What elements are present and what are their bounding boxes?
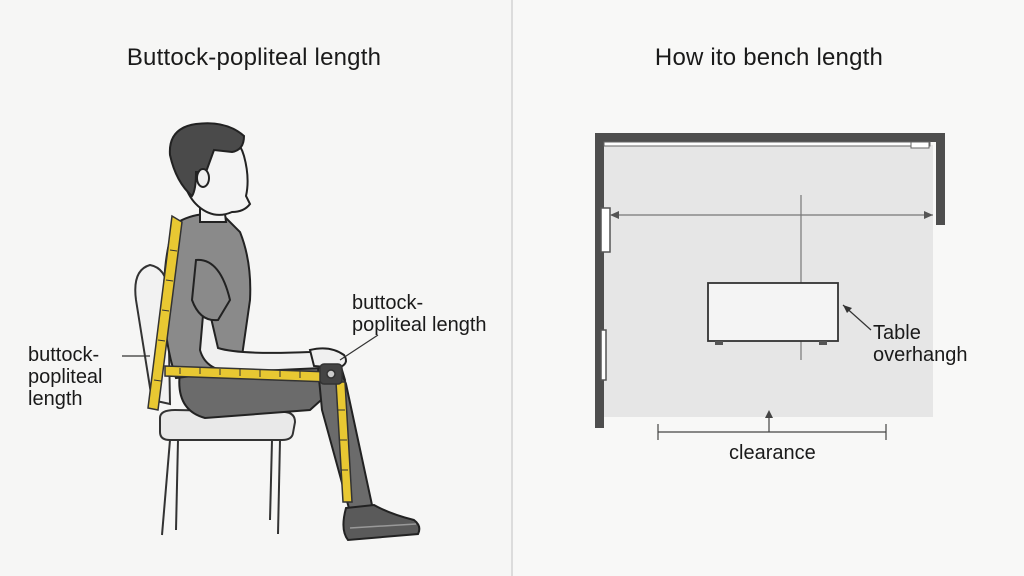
chair-leg-back [277,439,281,535]
sleeve [190,258,232,322]
wall-end [595,388,604,428]
person-legs [178,358,421,542]
table-top [707,282,839,342]
right-panel-title: How ito bench length [654,44,884,71]
right-panel: How ito bench length [513,0,1024,576]
label-buttock-popliteal-right: buttock- popliteal length [352,292,487,336]
wall-inner-trim [603,141,931,147]
hair [168,122,246,198]
wall-fixture [910,141,930,149]
room-floor [603,145,933,417]
table [707,282,839,345]
chair-seat [159,408,297,441]
chair-leg [175,439,179,531]
shoe [342,503,421,542]
seated-person-illustration [122,122,421,542]
tape-back-segment [147,214,183,411]
left-panel-title: Buttock-popliteal length [126,44,382,71]
chair-leg-front [161,439,171,536]
top-wall [595,133,945,142]
label-buttock-popliteal-left: buttock- popliteal length [28,344,103,410]
person-head [168,122,252,223]
ear [196,168,210,188]
left-panel: Buttock-popliteal length [28,44,487,542]
table-overhang-label: Table overhangh [873,322,968,366]
right-wall [936,133,945,225]
left-wall [595,133,604,428]
door-top [600,207,611,253]
person-torso [162,213,347,380]
panel-divider [511,0,513,576]
label-right-leader [339,334,379,361]
door-bottom [600,329,607,381]
floor-plan-diagram [595,133,945,440]
chair-leg [269,439,273,521]
clearance-label: clearance [729,442,816,464]
room-walls [595,133,945,428]
measuring-tape [147,214,353,503]
